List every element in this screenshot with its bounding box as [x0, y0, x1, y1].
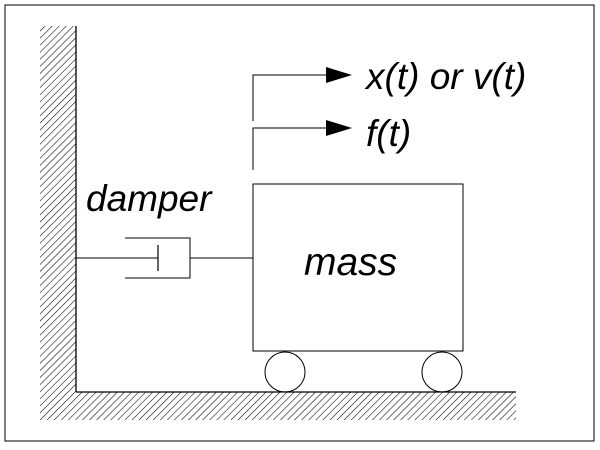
damper [76, 237, 253, 279]
wheel-left [264, 351, 306, 393]
figure-frame [4, 4, 595, 442]
wall-hatching [40, 26, 76, 420]
force-label: f(t) [366, 113, 412, 154]
mass-block [252, 183, 464, 352]
force-arrow [252, 120, 352, 170]
ground-hatching [76, 392, 516, 420]
mass-label: mass [304, 241, 398, 284]
wheel-right [421, 351, 463, 393]
displacement-label: x(t) or v(t) [366, 56, 527, 97]
damper-label: damper [86, 178, 212, 219]
displacement-arrow [252, 67, 352, 121]
